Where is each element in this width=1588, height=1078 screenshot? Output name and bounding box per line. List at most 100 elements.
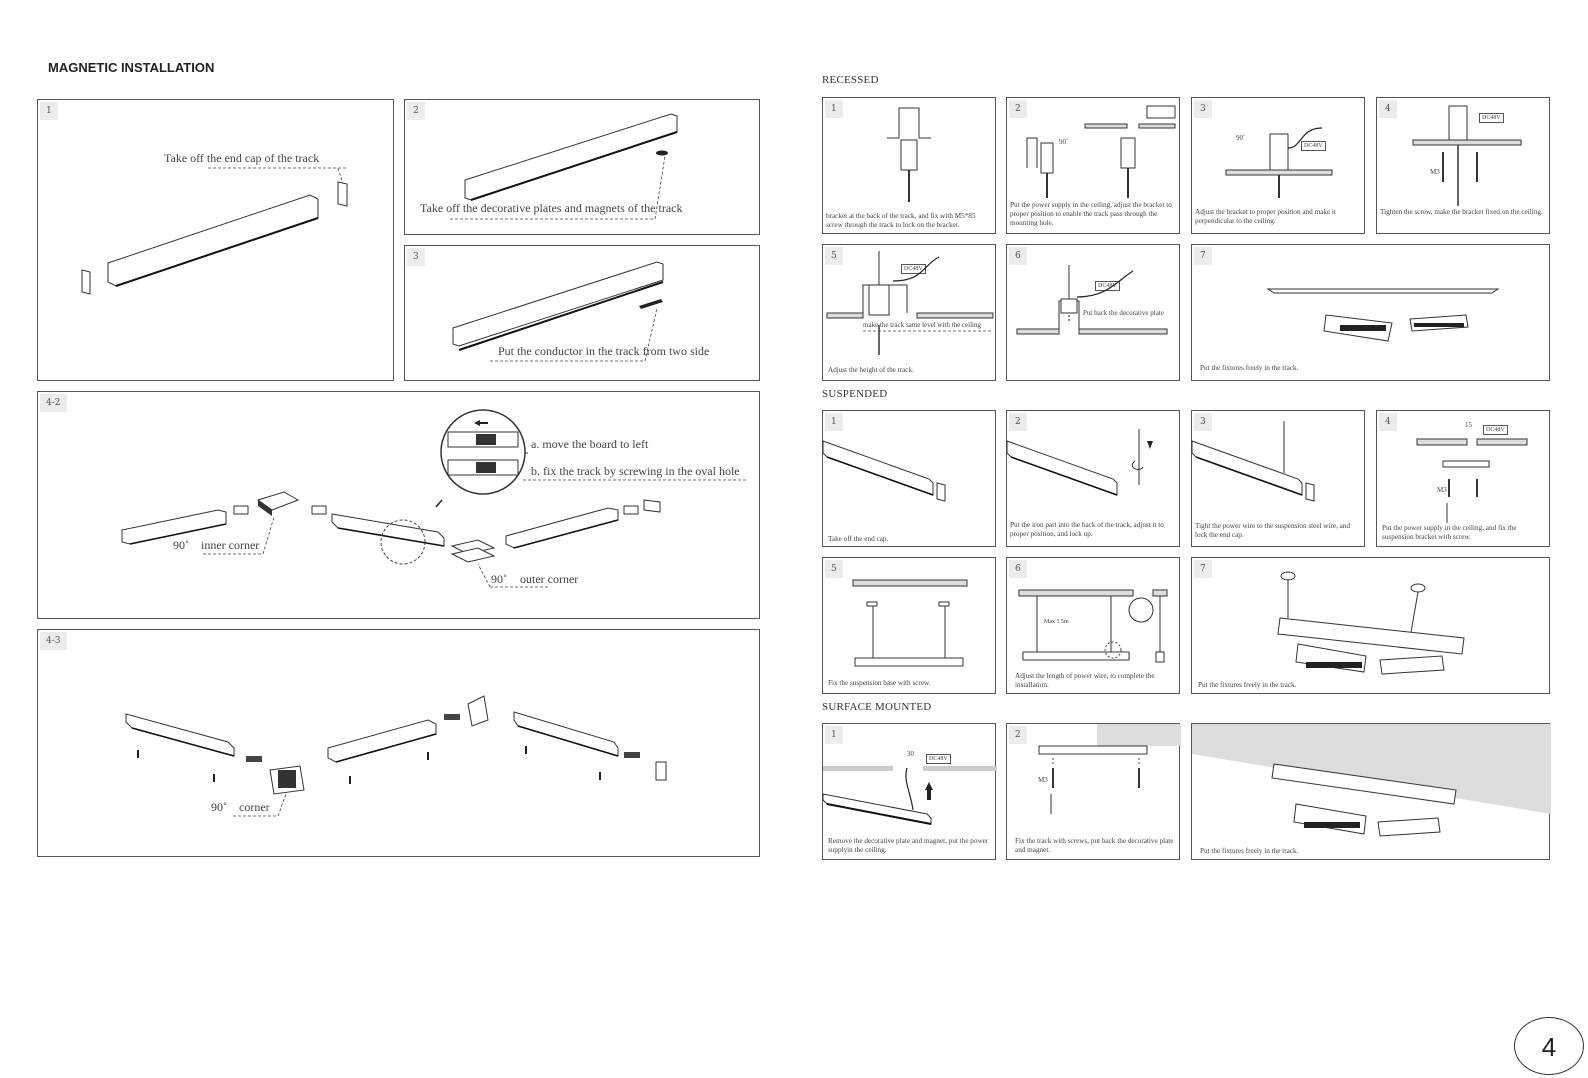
- angle-label: 90˚: [1059, 138, 1069, 146]
- surface-section-title: SURFACE MOUNTED: [822, 701, 932, 713]
- note-b-label: b. fix the track by screwing in the oval…: [531, 464, 740, 478]
- recessed-step-6: 6 DC48V Put back the decorative plate: [1006, 244, 1180, 381]
- step-number: 2: [1009, 100, 1027, 118]
- bracket-adjust-illustration: [1225, 127, 1333, 198]
- step-number: 2: [1009, 726, 1027, 744]
- dimension-label: 30: [907, 750, 914, 758]
- recessed-step-3: 3 90˚ DC48V Adjust the bracket to proper…: [1191, 97, 1365, 234]
- screw-label: M3: [1437, 486, 1447, 494]
- decorative-plates-illustration: [450, 113, 678, 220]
- recessed-step-4: 4 DC48V M3 Tighten the screw, make the b…: [1376, 97, 1550, 234]
- recessed-bracket-illustration: [887, 107, 931, 202]
- outer-corner-label: outer corner: [520, 572, 579, 586]
- dimension-label: Max 1.5m: [1044, 619, 1069, 625]
- suspended-fixtures-illustration: [1277, 571, 1465, 675]
- step-caption: Fix the track with screws, put back the …: [1015, 837, 1174, 854]
- step-caption: Put the fixtures freely in the track.: [1200, 847, 1299, 855]
- step-number: 2: [1009, 413, 1027, 431]
- voltage-tag: DC48V: [1095, 281, 1120, 291]
- recessed-section-title: RECESSED: [822, 74, 879, 86]
- recessed-step-5: 5 DC48V make the track same level with t…: [822, 244, 996, 381]
- suspended-step-3: 3 Tight the power wire to the suspension…: [1191, 410, 1365, 547]
- power-wire-illustration: [1191, 421, 1315, 502]
- surface-step-2: 2 M3 Fix the track with screws, put back…: [1006, 723, 1181, 860]
- step-caption: Put the iron part into the back of the t…: [1010, 521, 1164, 538]
- screw-label: M3: [1430, 168, 1440, 176]
- step-number: 1: [825, 100, 843, 118]
- step-caption: Adjust the length of power wire, to comp…: [1015, 672, 1155, 689]
- fix-track-screws-illustration: [1038, 724, 1181, 814]
- surface-power-supply-illustration: [822, 766, 997, 825]
- step-1-panel: 1 Take off the end cap of the track: [37, 99, 394, 381]
- inner-corner-label: inner corner: [201, 538, 260, 552]
- surface-step-3: 3 Put the fixtures freely in the track.: [1191, 723, 1551, 860]
- step-number: 3: [1194, 100, 1212, 118]
- step-caption: Remove the decorative plate and magnet, …: [828, 837, 989, 854]
- note-a-label: a. move the board to left: [531, 437, 649, 451]
- corner-degree: 90˚: [211, 800, 227, 814]
- suspension-base-illustration: [852, 579, 968, 667]
- inner-corner-degree: 90˚: [173, 538, 189, 552]
- step-number: 4: [1379, 100, 1397, 118]
- voltage-tag: DC48V: [1483, 425, 1508, 435]
- recessed-step-2: 2 90˚ Put the power supply in the ceilin…: [1006, 97, 1180, 234]
- step-label: Put the conductor in the track from two …: [498, 344, 710, 358]
- step-2-panel: 2 Take off the decorative plates and mag…: [404, 99, 760, 235]
- step-4-3-panel: 4-3 90˚ corner: [37, 629, 760, 857]
- step-label: Take off the decorative plates and magne…: [420, 201, 683, 215]
- suspended-step-6: 6 Max 1.5m Adjust the length of power wi…: [1006, 557, 1180, 694]
- suspended-step-1: 1 Take off the end cap.: [822, 410, 996, 547]
- step-number: 7: [1194, 560, 1212, 578]
- power-supply-illustration: [1026, 105, 1176, 198]
- screw-label: M3: [1038, 776, 1048, 784]
- outer-corner-degree: 90˚: [491, 572, 507, 586]
- step-number: 1: [40, 102, 58, 120]
- step-number: 4: [1379, 413, 1397, 431]
- angle-label: 90˚: [1236, 134, 1246, 142]
- suspended-step-5: 5 Fix the suspension base with screw.: [822, 557, 996, 694]
- fixtures-in-track-illustration: [1266, 288, 1500, 342]
- step-caption: Adjust the bracket to proper position an…: [1195, 208, 1336, 225]
- take-off-end-cap-illustration: [822, 440, 946, 502]
- step-number: 3: [1194, 413, 1212, 431]
- suspended-step-2: 2 Put the iron part into the back of the…: [1006, 410, 1180, 547]
- suspended-step-7: 7 Put the fixtures freely in the track.: [1191, 557, 1550, 694]
- voltage-tag: DC48V: [926, 754, 951, 764]
- step-caption: Put the fixtures freely in the track.: [1200, 364, 1299, 372]
- corner-connection-illustration: [121, 409, 748, 588]
- dimension-label: 15: [1465, 421, 1472, 429]
- suspended-section-title: SUSPENDED: [822, 388, 888, 400]
- power-wire-length-illustration: [1018, 589, 1168, 663]
- step-caption: Put the power supply in the ceiling, and…: [1382, 524, 1517, 541]
- step-note: make the track same level with the ceili…: [863, 321, 981, 329]
- step-number: 1: [825, 413, 843, 431]
- page-number: 4: [1514, 1017, 1584, 1075]
- step-caption: Fix the suspension base with screw.: [828, 679, 931, 687]
- suspended-step-4: 4 DC48V 15 M3 Put the power supply in th…: [1376, 410, 1550, 547]
- decorative-plate-illustration: [1016, 265, 1168, 335]
- step-number: 3: [407, 248, 425, 266]
- step-caption: Adjust the height of the track.: [828, 366, 914, 374]
- recessed-step-7: 7 Put the fixtures freely in the track.: [1191, 244, 1550, 381]
- step-number: 5: [825, 560, 843, 578]
- step-caption: bracket at the back of the track, and fi…: [826, 212, 976, 229]
- step-number: 5: [825, 247, 843, 265]
- step-number: 7: [1194, 247, 1212, 265]
- tighten-screw-illustration: [1412, 105, 1522, 206]
- step-caption: Put the power supply in the ceiling, adj…: [1010, 201, 1172, 227]
- recessed-step-1: 1 bracket at the back of the track, and …: [822, 97, 996, 234]
- corner-label: corner: [239, 800, 270, 814]
- voltage-tag: DC48V: [1479, 113, 1504, 123]
- step-caption: Tight the power wire to the suspension s…: [1195, 522, 1351, 539]
- track-end-cap-illustration: [81, 167, 348, 295]
- adjust-height-illustration: [826, 251, 994, 355]
- corner-track-illustration: [125, 695, 667, 817]
- iron-part-illustration: [1006, 429, 1153, 496]
- step-number: 6: [1009, 560, 1027, 578]
- step-caption: Tighten the screw, make the bracket fixe…: [1380, 208, 1543, 216]
- step-note: Put back the decorative plate: [1083, 309, 1164, 317]
- step-number: 1: [825, 726, 843, 744]
- conductor-illustration: [452, 261, 664, 362]
- step-number: 4-3: [40, 632, 67, 650]
- step-number: 4-2: [40, 394, 67, 412]
